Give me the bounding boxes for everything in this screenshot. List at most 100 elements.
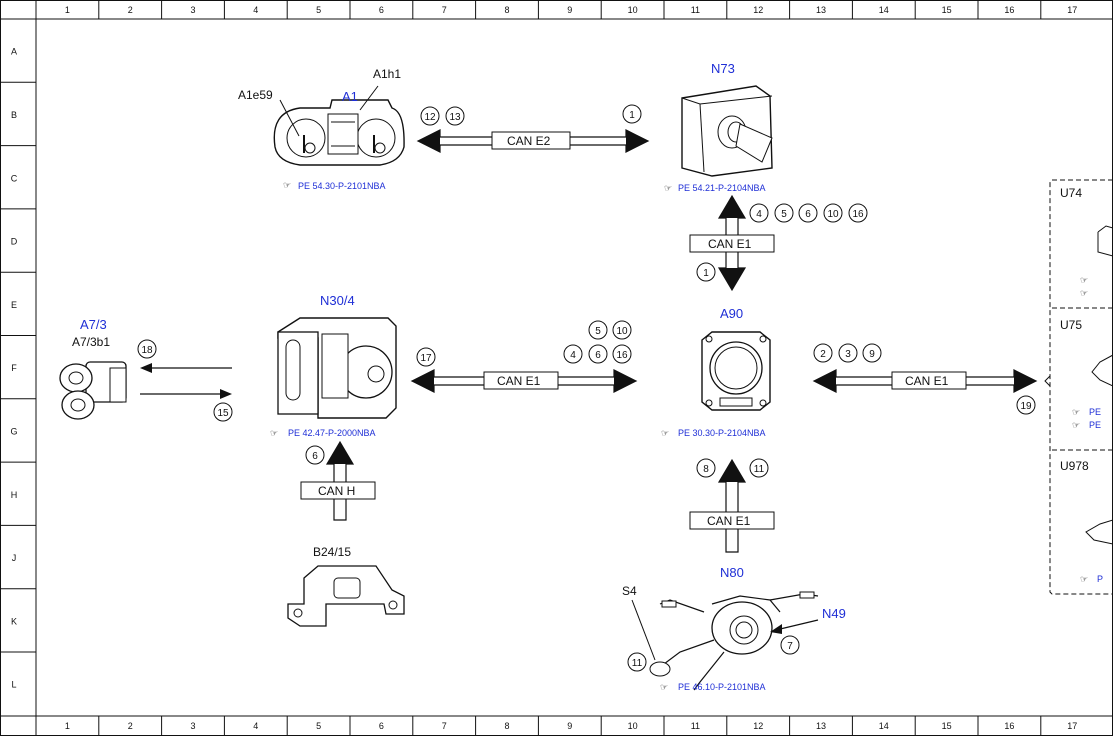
ref-icon-u75-1: ☞ <box>1072 407 1080 417</box>
svg-text:7: 7 <box>787 641 793 652</box>
svg-text:10: 10 <box>616 326 628 337</box>
ref-icon-n80: ☞ <box>660 682 668 692</box>
ref-u978[interactable]: P <box>1097 574 1103 584</box>
can-e1-right-label: CAN E1 <box>905 374 949 388</box>
grid-col-label: 13 <box>816 5 826 15</box>
leader-a1e59 <box>279 99 300 137</box>
signal-a7-bot: 15 <box>213 402 233 422</box>
steering-module-n80[interactable] <box>649 591 819 691</box>
grid-col-label: 8 <box>504 5 509 15</box>
can-e1-vertical-top-label: CAN E1 <box>708 237 752 251</box>
grid-col-label: 9 <box>567 721 572 731</box>
signal-u-right: 19 <box>1016 395 1036 415</box>
sensor-b24-15[interactable] <box>287 565 405 627</box>
label-a90: A90 <box>720 306 743 321</box>
ref-n80[interactable]: PE 46.10-P-2101NBA <box>678 682 766 692</box>
signal-n30-canh: 6 <box>305 445 325 465</box>
leader-s4 <box>631 599 656 661</box>
label-a7-3: A7/3 <box>80 317 107 332</box>
ref-icon-a90: ☞ <box>661 428 669 438</box>
grid-row-label: G <box>10 426 17 436</box>
signal-n49: 7 <box>780 635 800 655</box>
signal-n30-right-top: 5 10 <box>588 320 632 340</box>
svg-text:18: 18 <box>141 345 153 356</box>
leader-n49-head <box>770 624 782 634</box>
component-a7-3[interactable] <box>59 361 127 420</box>
grid-col-label: 6 <box>379 5 384 15</box>
module-a90[interactable] <box>701 331 771 411</box>
ref-icon-n73: ☞ <box>664 183 672 193</box>
grid-row-label: H <box>11 490 18 500</box>
ref-u75-1[interactable]: PE <box>1089 407 1101 417</box>
label-s4: S4 <box>622 584 637 598</box>
grid-row-label: C <box>11 173 18 183</box>
grid-col-label: 4 <box>253 721 258 731</box>
grid-col-label: 2 <box>128 5 133 15</box>
svg-text:13: 13 <box>449 112 461 123</box>
u74-shape <box>1097 225 1113 257</box>
grid-col-label: 16 <box>1004 721 1014 731</box>
svg-text:2: 2 <box>820 349 826 360</box>
grid-col-label: 9 <box>567 5 572 15</box>
ref-a90[interactable]: PE 30.30-P-2104NBA <box>678 428 766 438</box>
ref-icon-u75-2: ☞ <box>1072 420 1080 430</box>
instrument-cluster-a1[interactable] <box>273 99 405 166</box>
ref-a1[interactable]: PE 54.30-P-2101NBA <box>298 181 386 191</box>
ref-n30-4[interactable]: PE 42.47-P-2000NBA <box>288 428 376 438</box>
label-a1h1: A1h1 <box>373 67 401 81</box>
ignition-switch-n73[interactable] <box>681 85 773 177</box>
ref-n73[interactable]: PE 54.21-P-2104NBA <box>678 183 766 193</box>
grid-row-label: B <box>11 110 17 120</box>
grid-col-label: 17 <box>1067 5 1077 15</box>
grid-col-label: 1 <box>65 721 70 731</box>
svg-text:3: 3 <box>845 349 851 360</box>
can-h-label: CAN H <box>318 484 355 498</box>
grid-col-label: 7 <box>442 5 447 15</box>
svg-text:12: 12 <box>424 112 436 123</box>
u-group-box <box>1044 179 1113 595</box>
can-e1-vertical-top-arrow <box>689 194 775 292</box>
svg-text:17: 17 <box>420 353 432 364</box>
svg-text:4: 4 <box>570 350 576 361</box>
signal-n73-down-up: 4 5 6 10 16 <box>749 203 868 223</box>
grid-col-label: 13 <box>816 721 826 731</box>
svg-text:5: 5 <box>595 326 601 337</box>
signal-n30-right-bot: 4 6 16 <box>563 344 632 364</box>
can-h-arrow <box>300 440 376 521</box>
grid-col-label: 4 <box>253 5 258 15</box>
signal-s4: 11 <box>627 652 647 672</box>
svg-text:10: 10 <box>827 209 839 220</box>
svg-text:11: 11 <box>754 464 765 475</box>
svg-text:1: 1 <box>703 268 709 279</box>
grid-col-label: 11 <box>691 5 700 15</box>
grid-col-label: 11 <box>691 721 700 731</box>
grid-col-label: 1 <box>65 5 70 15</box>
grid-row-label: L <box>11 680 16 690</box>
signal-a90-right: 2 3 9 <box>813 343 882 363</box>
can-e1-left-label: CAN E1 <box>497 374 541 388</box>
svg-text:1: 1 <box>629 110 635 121</box>
ref-u75-2[interactable]: PE <box>1089 420 1101 430</box>
label-u75: U75 <box>1060 318 1082 332</box>
label-u978: U978 <box>1060 459 1089 473</box>
signal-a1-left: 12 13 <box>420 106 465 126</box>
grid-row-label: E <box>11 300 17 310</box>
grid-col-label: 7 <box>442 721 447 731</box>
grid-col-label: 3 <box>190 5 195 15</box>
can-e2-arrow <box>416 129 650 153</box>
svg-text:11: 11 <box>632 658 643 669</box>
grid-col-label: 8 <box>504 721 509 731</box>
esp-unit-n30-4[interactable] <box>277 317 397 419</box>
label-n73: N73 <box>711 61 735 76</box>
svg-text:16: 16 <box>852 209 864 220</box>
ref-icon-u978: ☞ <box>1080 574 1088 584</box>
label-u74: U74 <box>1060 186 1082 200</box>
signal-a90-bottom: 8 11 <box>696 458 769 478</box>
svg-text:16: 16 <box>616 350 628 361</box>
grid-col-label: 10 <box>628 721 638 731</box>
svg-text:15: 15 <box>217 408 229 419</box>
can-e2-label: CAN E2 <box>507 134 551 148</box>
ref-icon-a1: ☞ <box>283 180 291 190</box>
svg-text:6: 6 <box>312 451 318 462</box>
